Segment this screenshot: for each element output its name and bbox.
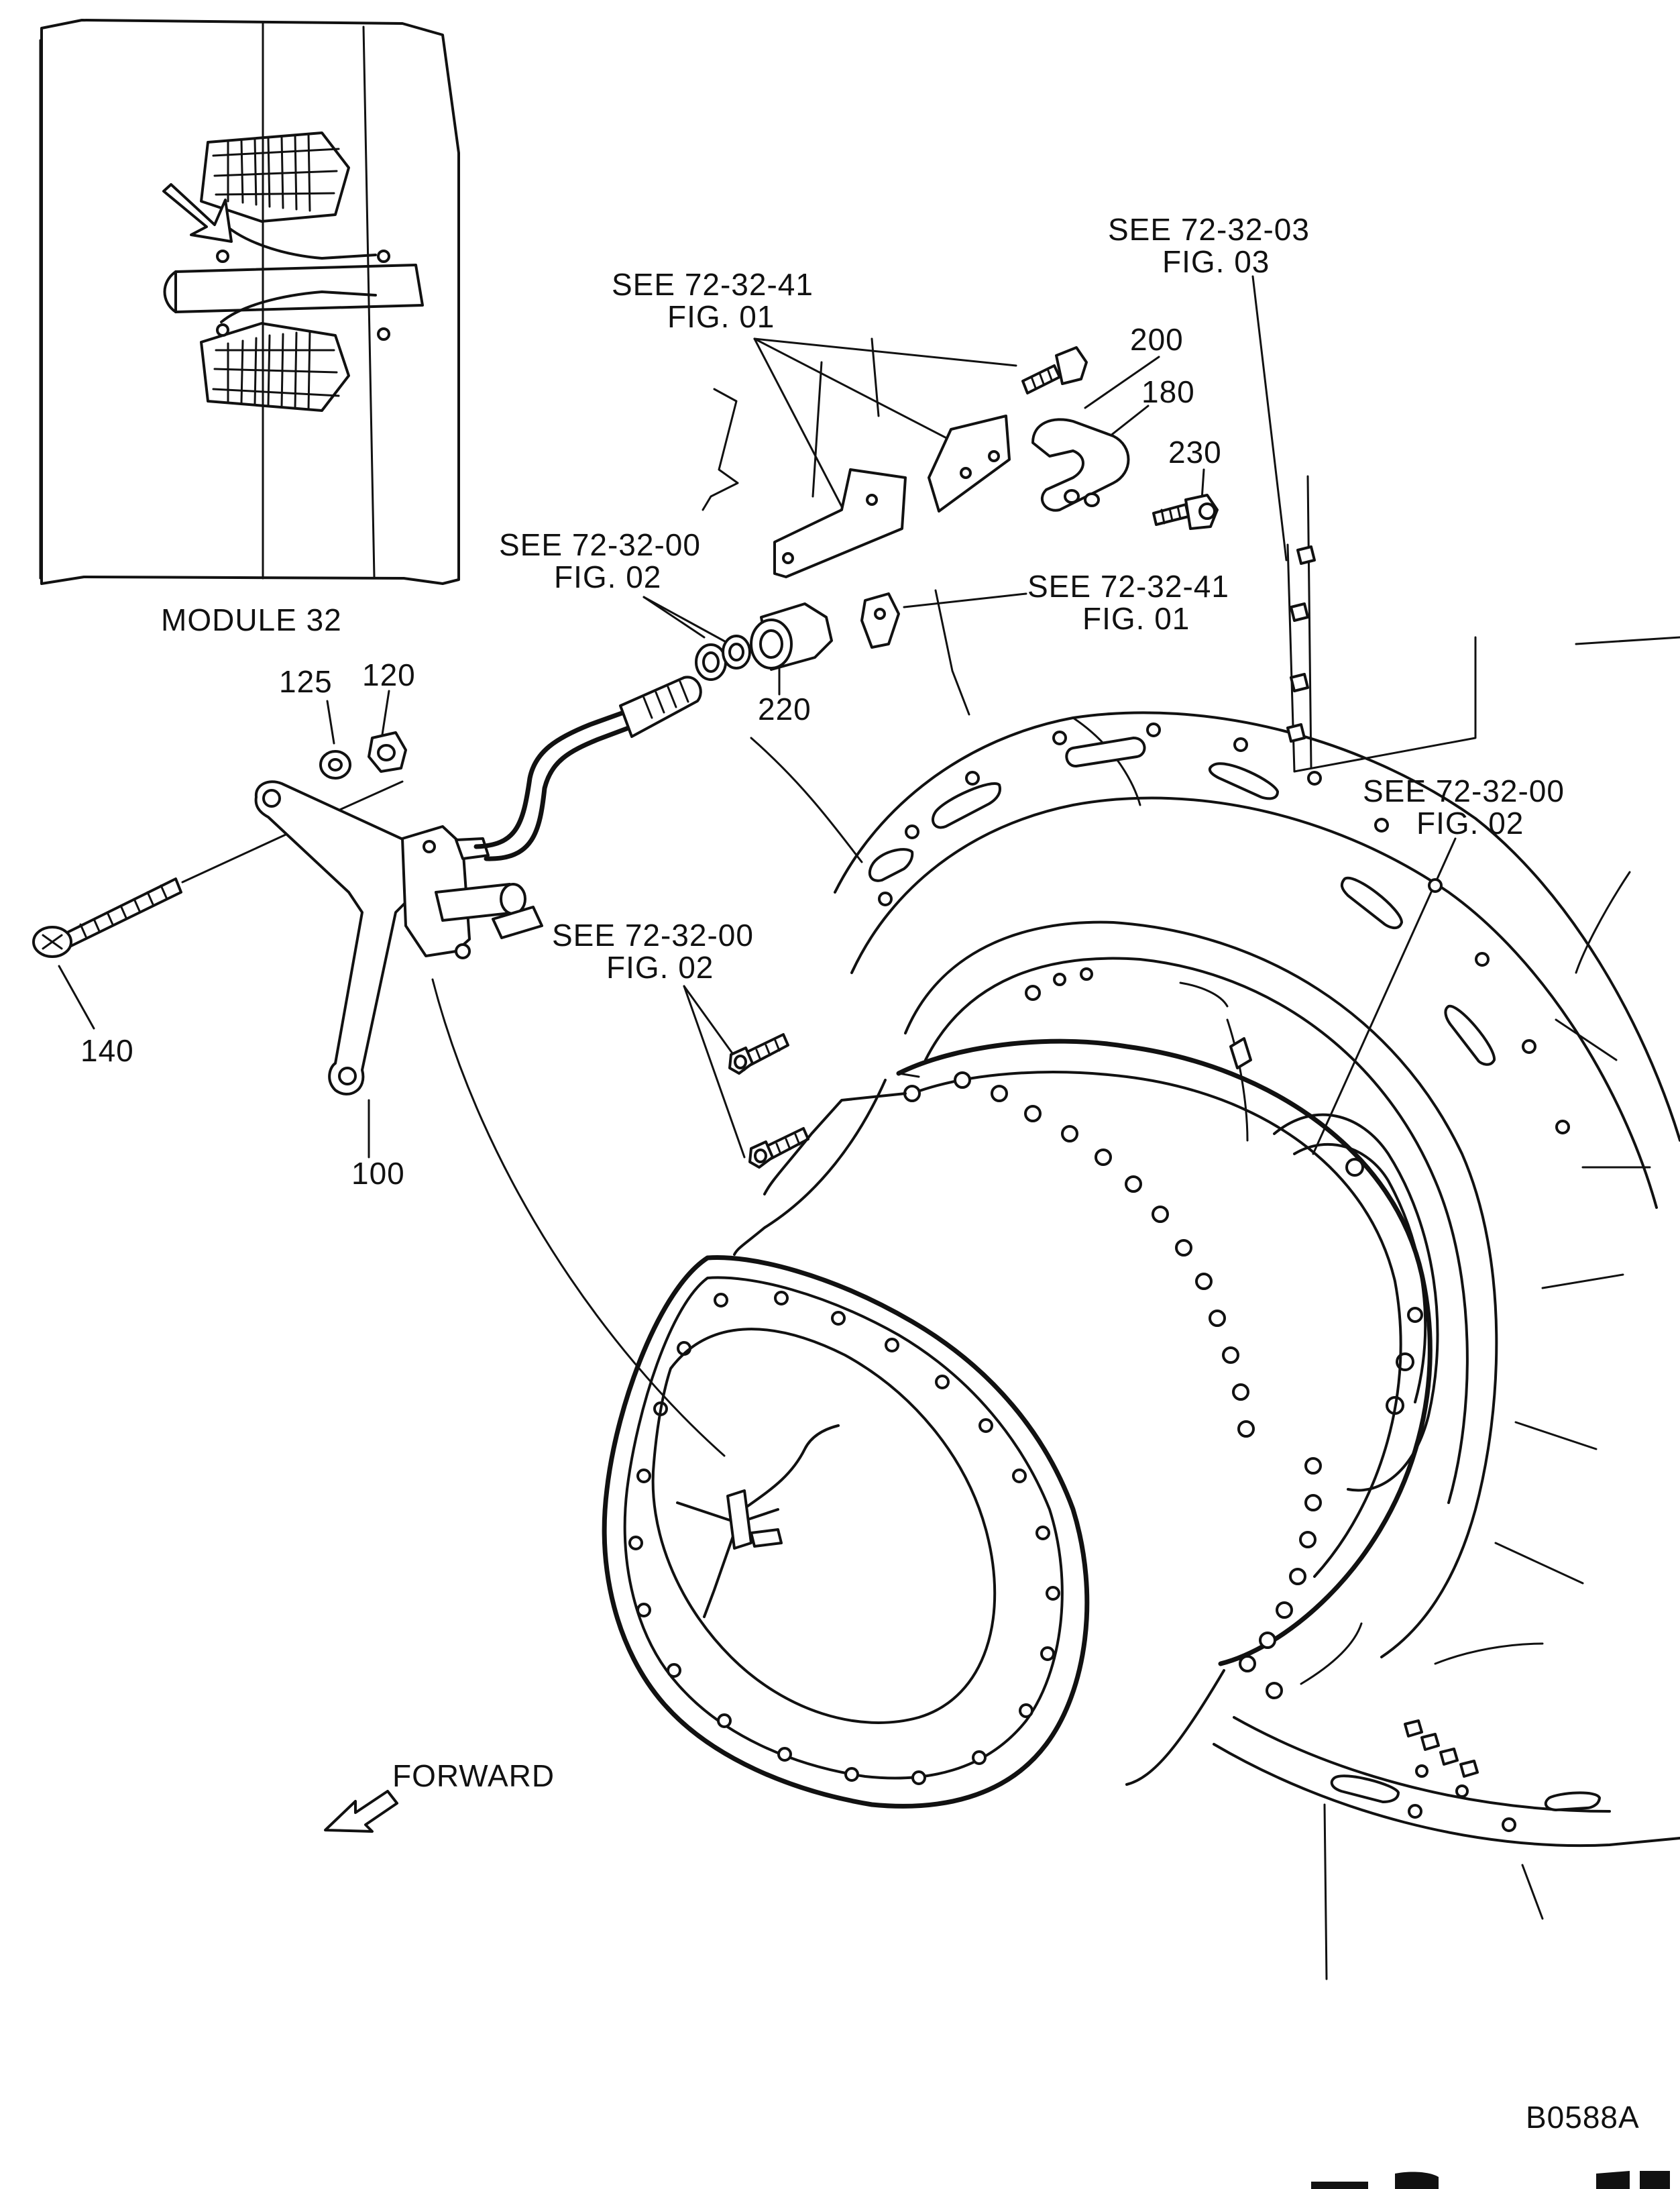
washer-125: [319, 750, 351, 780]
module-32-inset: MODULE 32: [39, 19, 460, 637]
cone-housing: [602, 1038, 1433, 1809]
bolt-top: [1021, 346, 1088, 394]
callout-ref-72-32-41-right: SEE 72-32-41 FIG. 01: [1027, 569, 1229, 636]
callout-ref-72-32-00-right: SEE 72-32-00 FIG. 02: [1363, 773, 1565, 841]
callout-line2: FIG. 02: [606, 950, 714, 985]
callout-ref-72-32-00-middle: SEE 72-32-00 FIG. 02: [552, 918, 754, 985]
forward-direction: FORWARD: [324, 1758, 555, 1833]
leader-lines: [58, 275, 1457, 1159]
part-number-180: 180: [1141, 374, 1195, 409]
bracket-left: [773, 468, 907, 578]
part-number-230: 230: [1168, 435, 1222, 470]
callout-line2: FIG. 02: [554, 559, 661, 594]
bracket-right: [928, 415, 1011, 513]
case-structure-lines: [431, 337, 1680, 1980]
callout-line1: SEE 72-32-00: [552, 918, 754, 953]
locating-pins: [1286, 545, 1316, 743]
turbine-frame-inner: [904, 920, 1651, 1685]
part-number-120: 120: [362, 657, 416, 692]
callout-line1: SEE 72-32-00: [1363, 773, 1565, 808]
seal-washers: [695, 635, 751, 681]
callout-ref-72-32-00-upper: SEE 72-32-00 FIG. 02: [499, 527, 701, 594]
callout-ref-72-32-03: SEE 72-32-03 FIG. 03: [1108, 212, 1310, 279]
part-number-125: 125: [279, 664, 333, 699]
part-number-220: 220: [758, 692, 811, 727]
inset-caption: MODULE 32: [161, 602, 342, 637]
part-number-200: 200: [1130, 322, 1184, 357]
callout-line2: FIG. 01: [1082, 601, 1190, 636]
callout-line2: FIG. 02: [1416, 806, 1524, 841]
clip-right-72-32-41: [860, 592, 900, 649]
connector-220: [750, 602, 833, 671]
figure-code: B0588A: [1526, 2100, 1640, 2135]
callout-ref-72-32-41-top: SEE 72-32-41 FIG. 01: [612, 267, 814, 334]
cropped-footer-glyphs: [1311, 2171, 1670, 2189]
flange-bolts-middle: [728, 1033, 809, 1169]
callout-line1: SEE 72-32-00: [499, 527, 701, 562]
forward-label: FORWARD: [392, 1758, 555, 1793]
screw-140: [32, 877, 182, 958]
nut-120: [368, 731, 407, 773]
bolt-230: [1152, 494, 1219, 530]
clamp-180-200: [1031, 418, 1130, 512]
callout-line1: SEE 72-32-41: [612, 267, 814, 302]
sensor-bracket-100: [254, 676, 702, 1096]
forward-arrow-icon: [324, 1790, 398, 1833]
callout-line2: FIG. 01: [667, 299, 775, 334]
part-number-140: 140: [80, 1033, 134, 1068]
callout-line2: FIG. 03: [1162, 244, 1270, 279]
part-number-100: 100: [351, 1156, 405, 1191]
callout-line1: SEE 72-32-03: [1108, 212, 1310, 247]
callout-line1: SEE 72-32-41: [1027, 569, 1229, 604]
rear-flange-ring: [834, 711, 1680, 1848]
frame-detail-bolts: [1404, 1719, 1479, 1798]
